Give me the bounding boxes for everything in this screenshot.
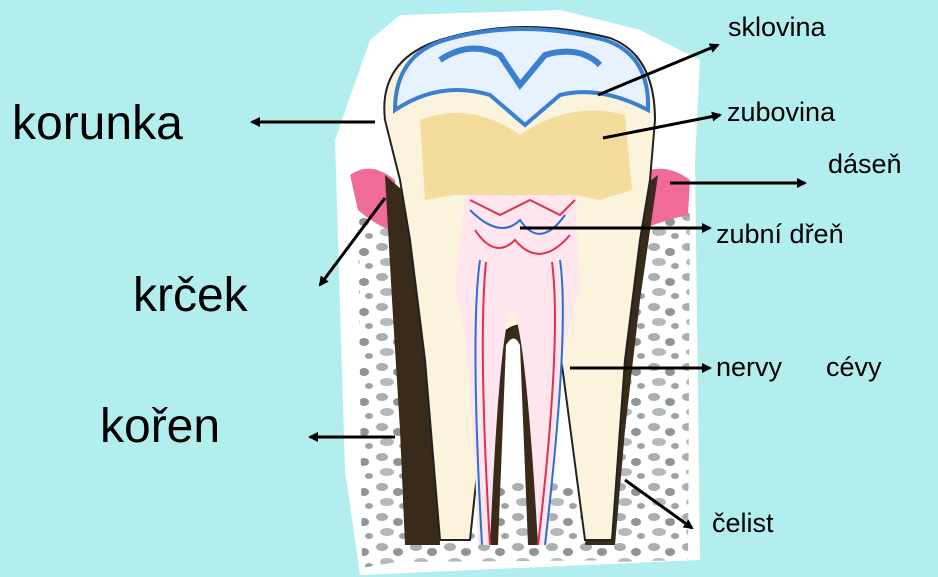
label-dasen: dáseň [828,151,902,178]
label-korunka: korunka [12,100,183,148]
label-celist: čelist [712,510,774,537]
label-cevy: cévy [826,354,882,381]
label-nervy: nervy [716,354,782,381]
label-sklovina: sklovina [728,14,826,41]
label-koren: kořen [100,403,220,451]
label-zubovina: zubovina [727,99,835,126]
label-krcek: krček [133,272,248,320]
label-zubni-dren: zubní dřeň [716,221,844,248]
